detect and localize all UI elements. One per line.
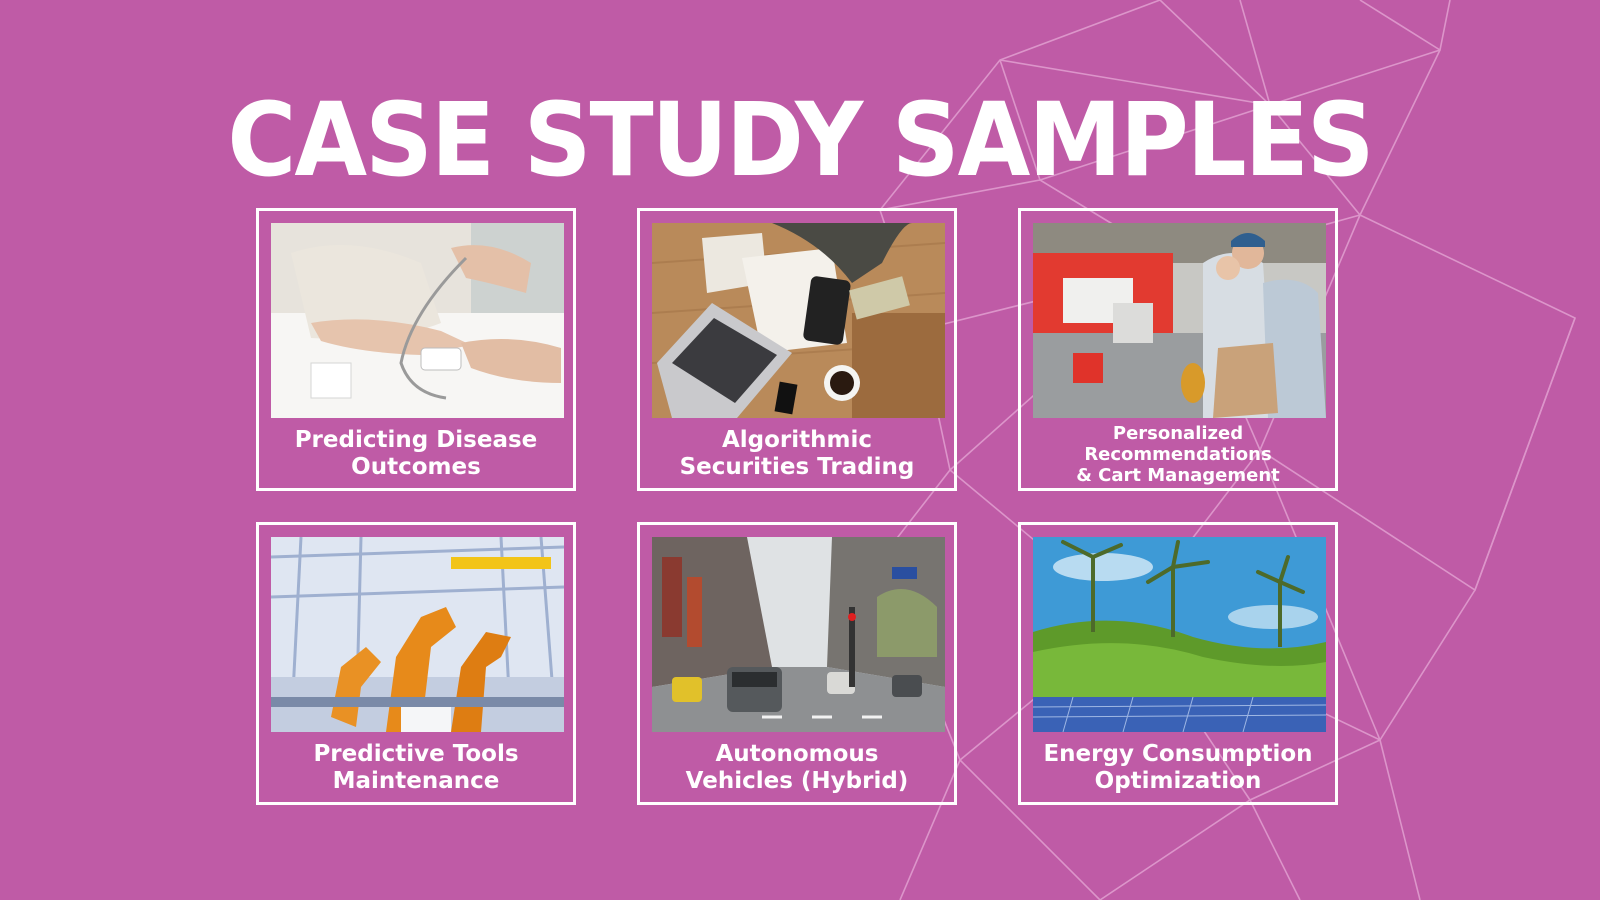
case-study-label: Autonomous Vehicles (Hybrid)	[685, 741, 909, 794]
case-study-card[interactable]: Autonomous Vehicles (Hybrid)	[637, 522, 957, 805]
checkout-counter-shoppers-photo	[1033, 223, 1326, 418]
city-street-traffic-photo	[652, 537, 945, 732]
case-study-label: Predicting Disease Outcomes	[294, 427, 538, 480]
case-study-card[interactable]: Predictive Tools Maintenance	[256, 522, 576, 805]
laptop-phone-money-desk-photo	[652, 223, 945, 418]
wind-turbines-solar-panels-photo	[1033, 537, 1326, 732]
case-study-card[interactable]: Predicting Disease Outcomes	[256, 208, 576, 491]
case-study-label: Energy Consumption Optimization	[1043, 741, 1313, 794]
case-study-card[interactable]: Energy Consumption Optimization	[1018, 522, 1338, 805]
blood-pressure-check-photo	[271, 223, 564, 418]
robotic-assembly-line-photo	[271, 537, 564, 732]
case-study-label: Personalized Recommendations & Cart Mana…	[1076, 422, 1280, 486]
page-title: CASE STUDY SAMPLES	[227, 82, 1374, 200]
case-study-card[interactable]: Algorithmic Securities Trading	[637, 208, 957, 491]
case-study-label: Algorithmic Securities Trading	[679, 427, 915, 480]
case-study-label: Predictive Tools Maintenance	[313, 741, 519, 794]
case-study-card[interactable]: Personalized Recommendations & Cart Mana…	[1018, 208, 1338, 491]
